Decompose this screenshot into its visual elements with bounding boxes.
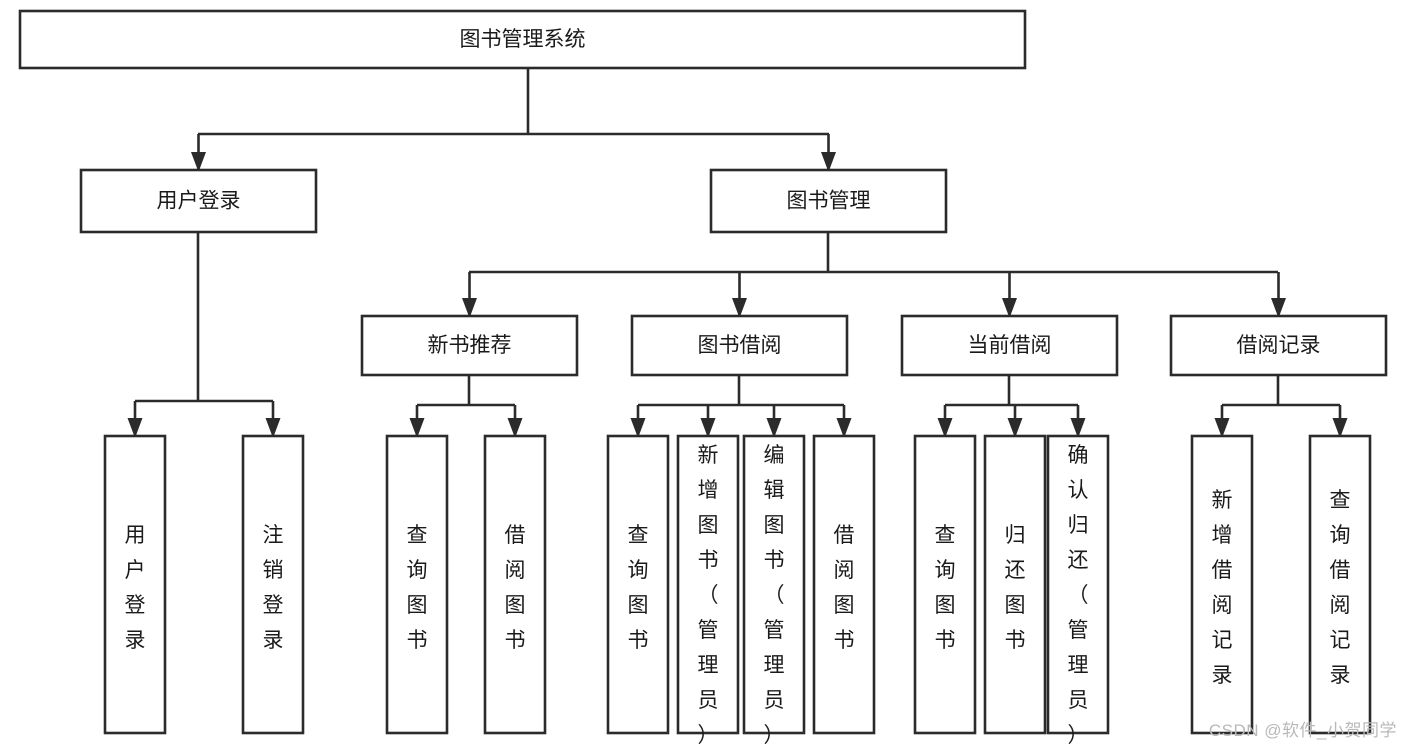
connector-group — [937, 375, 1086, 438]
node-box[interactable] — [630, 314, 849, 377]
node-root[interactable]: 图书管理系统 — [18, 9, 1027, 70]
node-label: 归还图书 — [1005, 524, 1026, 652]
arrow-head-icon — [1271, 298, 1286, 318]
connectors-layer — [127, 68, 1348, 438]
node-label: 新增借阅记录 — [1212, 489, 1233, 687]
node-label: 新增图书（管理员） — [698, 444, 719, 747]
node-box[interactable] — [983, 434, 1047, 735]
node-borrow-record[interactable]: 借阅记录 — [1169, 314, 1388, 377]
node-box[interactable] — [913, 434, 977, 735]
arrow-head-icon — [1002, 298, 1017, 318]
node-leaf-borrow-book-rec[interactable]: 借阅图书 — [483, 434, 547, 735]
node-label: 编辑图书（管理员） — [764, 444, 785, 747]
arrow-head-icon — [732, 298, 747, 318]
node-label: 借阅记录 — [1237, 334, 1321, 357]
arrow-head-icon — [1214, 418, 1230, 438]
arrow-head-icon — [1332, 418, 1348, 438]
arrow-head-icon — [409, 418, 425, 438]
node-box[interactable] — [900, 314, 1119, 377]
node-box[interactable] — [483, 434, 547, 735]
node-leaf-user-logout[interactable]: 注销登录 — [241, 434, 305, 735]
node-label: 查询图书 — [935, 524, 956, 652]
node-label: 确认归还（管理员） — [1068, 444, 1089, 747]
connector-group — [191, 68, 836, 172]
node-user-login[interactable]: 用户登录 — [79, 168, 318, 234]
node-book-borrow[interactable]: 图书借阅 — [630, 314, 849, 377]
node-label: 查询图书 — [628, 524, 649, 652]
node-book-manage[interactable]: 图书管理 — [709, 168, 948, 234]
node-box[interactable] — [1308, 434, 1372, 735]
node-label: 新书推荐 — [428, 334, 512, 357]
arrow-head-icon — [507, 418, 523, 438]
node-box[interactable] — [812, 434, 876, 735]
node-leaf-query-book-borrow[interactable]: 查询图书 — [606, 434, 670, 735]
node-leaf-add-book[interactable]: 新增图书（管理员） — [676, 434, 740, 747]
arrow-head-icon — [1007, 418, 1023, 438]
node-leaf-query-record[interactable]: 查询借阅记录 — [1308, 434, 1372, 735]
node-box[interactable] — [385, 434, 449, 735]
connector-group — [409, 375, 523, 438]
node-label: 图书管理系统 — [460, 28, 586, 51]
node-label: 借阅图书 — [834, 524, 855, 652]
node-box[interactable] — [1169, 314, 1388, 377]
arrow-head-icon — [462, 298, 477, 318]
arrow-head-icon — [630, 418, 646, 438]
node-leaf-return-book[interactable]: 归还图书 — [983, 434, 1047, 735]
node-label: 查询借阅记录 — [1330, 489, 1351, 687]
node-label: 借阅图书 — [505, 524, 526, 652]
connector-group — [127, 232, 281, 438]
arrow-head-icon — [766, 418, 782, 438]
arrow-head-icon — [821, 152, 836, 172]
connector-group — [1214, 375, 1348, 438]
node-leaf-confirm-return[interactable]: 确认归还（管理员） — [1046, 434, 1110, 747]
node-box[interactable] — [742, 434, 806, 735]
node-leaf-borrow-book[interactable]: 借阅图书 — [812, 434, 876, 735]
node-current-borrow[interactable]: 当前借阅 — [900, 314, 1119, 377]
node-leaf-query-book-cur[interactable]: 查询图书 — [913, 434, 977, 735]
node-label: 图书管理 — [787, 190, 871, 213]
node-box[interactable] — [360, 314, 579, 377]
connector-group — [630, 375, 852, 438]
connector-group — [462, 232, 1286, 318]
node-box[interactable] — [606, 434, 670, 735]
arrow-head-icon — [127, 418, 143, 438]
node-label: 用户登录 — [125, 524, 146, 652]
nodes-layer: 图书管理系统用户登录图书管理新书推荐图书借阅当前借阅借阅记录用户登录注销登录查询… — [18, 9, 1388, 747]
node-box[interactable] — [1046, 434, 1110, 735]
arrow-head-icon — [937, 418, 953, 438]
node-label: 当前借阅 — [968, 334, 1052, 357]
node-label: 用户登录 — [157, 190, 241, 213]
arrow-head-icon — [191, 152, 206, 172]
node-box[interactable] — [103, 434, 167, 735]
node-box[interactable] — [709, 168, 948, 234]
node-box[interactable] — [18, 9, 1027, 70]
node-label: 查询图书 — [407, 524, 428, 652]
node-label: 注销登录 — [263, 524, 284, 652]
node-leaf-edit-book[interactable]: 编辑图书（管理员） — [742, 434, 806, 747]
arrow-head-icon — [700, 418, 716, 438]
node-leaf-query-book-rec[interactable]: 查询图书 — [385, 434, 449, 735]
arrow-head-icon — [836, 418, 852, 438]
node-box[interactable] — [79, 168, 318, 234]
node-box[interactable] — [1190, 434, 1254, 735]
node-leaf-add-record[interactable]: 新增借阅记录 — [1190, 434, 1254, 735]
node-leaf-user-login[interactable]: 用户登录 — [103, 434, 167, 735]
node-label: 图书借阅 — [698, 334, 782, 357]
node-box[interactable] — [241, 434, 305, 735]
node-new-book-rec[interactable]: 新书推荐 — [360, 314, 579, 377]
arrow-head-icon — [1070, 418, 1086, 438]
arrow-head-icon — [265, 418, 281, 438]
node-box[interactable] — [676, 434, 740, 735]
